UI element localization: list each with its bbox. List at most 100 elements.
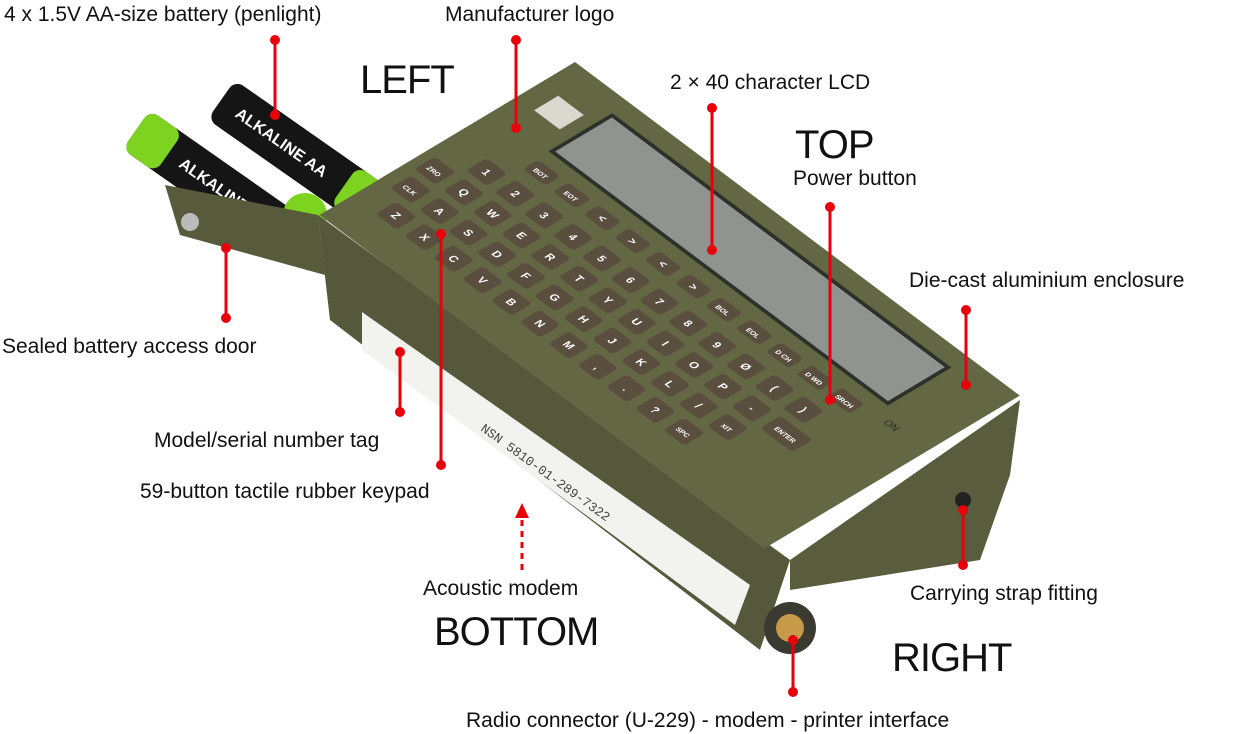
callout-dot-battery xyxy=(270,110,280,120)
key-f[interactable]: F xyxy=(505,262,546,290)
key-l[interactable]: L xyxy=(649,370,690,398)
strap-fitting xyxy=(955,492,971,508)
key-.[interactable]: . xyxy=(606,374,647,402)
svg-text:Q: Q xyxy=(455,187,472,199)
svg-text:I: I xyxy=(658,340,671,348)
key-t[interactable]: T xyxy=(558,265,599,293)
key-ø[interactable]: Ø xyxy=(725,353,766,381)
label-strap: Carrying strap fitting xyxy=(910,582,1098,605)
key-spc[interactable]: SPC xyxy=(663,418,704,446)
key-7[interactable]: 7 xyxy=(639,288,680,316)
key-h[interactable]: H xyxy=(563,305,604,333)
key-<[interactable]: < xyxy=(644,251,682,277)
key-<[interactable]: < xyxy=(583,205,621,231)
serial-tag xyxy=(362,312,750,625)
key-e[interactable]: E xyxy=(501,221,542,249)
key-u[interactable]: U xyxy=(616,308,657,336)
key-c[interactable]: C xyxy=(433,245,474,273)
svg-text:P: P xyxy=(714,382,730,393)
svg-text:L: L xyxy=(661,379,677,389)
label-enclosure: Die-cast aluminium enclosure xyxy=(909,269,1185,292)
key-8[interactable]: 8 xyxy=(668,309,709,337)
key-g[interactable]: G xyxy=(534,283,575,311)
arrow-up-icon xyxy=(515,503,529,518)
key-5[interactable]: 5 xyxy=(581,245,622,273)
callout-dot-enclosure xyxy=(961,380,971,390)
svg-text:O: O xyxy=(685,360,702,372)
key->[interactable]: > xyxy=(614,228,652,254)
key-o[interactable]: O xyxy=(674,351,715,379)
key-j[interactable]: J xyxy=(592,327,633,355)
callout-dot-keypad xyxy=(436,229,446,239)
callout-dot-lcd xyxy=(707,103,717,113)
key-w[interactable]: W xyxy=(472,200,513,228)
svg-text:-: - xyxy=(744,404,758,413)
key-q[interactable]: Q xyxy=(443,178,484,206)
callout-dot-door xyxy=(221,313,231,323)
key-6[interactable]: 6 xyxy=(610,266,651,294)
label-door: Sealed battery access door xyxy=(2,335,257,358)
svg-text:XIT: XIT xyxy=(718,423,733,434)
key-zro[interactable]: ZRO xyxy=(414,157,455,185)
key-eot[interactable]: EOT xyxy=(553,182,591,208)
key-b[interactable]: B xyxy=(491,288,532,316)
key-z[interactable]: Z xyxy=(375,202,416,230)
svg-text:/: / xyxy=(692,402,705,410)
key-r[interactable]: R xyxy=(530,243,571,271)
key-([interactable]: ( xyxy=(754,374,795,402)
key-/[interactable]: / xyxy=(678,391,719,419)
callout-dot-battery xyxy=(270,35,280,45)
svg-text:4: 4 xyxy=(565,232,581,242)
key-bol[interactable]: BOL xyxy=(705,296,743,322)
key-s[interactable]: S xyxy=(448,219,489,247)
svg-text:6: 6 xyxy=(622,276,637,286)
key-d-ch[interactable]: D CH xyxy=(766,342,804,368)
label-power: Power button xyxy=(793,167,917,190)
callout-dot-logo xyxy=(511,123,521,133)
callout-dot-power xyxy=(825,202,835,212)
key-i[interactable]: I xyxy=(645,329,686,357)
orientation-top: TOP xyxy=(795,123,875,167)
svg-text:E: E xyxy=(513,231,529,242)
svg-text:Y: Y xyxy=(599,295,616,306)
key-k[interactable]: K xyxy=(621,348,662,376)
key--[interactable]: - xyxy=(731,394,772,422)
key-enter[interactable]: ENTER xyxy=(760,416,813,452)
key-xit[interactable]: XIT xyxy=(707,413,748,441)
callout-dot-enclosure xyxy=(961,305,971,315)
key-m[interactable]: M xyxy=(548,331,589,359)
svg-text:,: , xyxy=(590,363,603,371)
key-bot[interactable]: BOT xyxy=(523,160,561,186)
lcd-screen xyxy=(548,113,952,406)
label-lcd: 2 × 40 character LCD xyxy=(670,71,871,94)
callout-dot-strap xyxy=(958,505,968,515)
svg-text:K: K xyxy=(632,357,649,368)
key-2[interactable]: 2 xyxy=(495,180,536,208)
key-y[interactable]: Y xyxy=(587,286,628,314)
key->[interactable]: > xyxy=(675,274,713,300)
key-a[interactable]: A xyxy=(419,197,460,225)
key-p[interactable]: P xyxy=(702,373,743,401)
key-4[interactable]: 4 xyxy=(552,223,593,251)
key-v[interactable]: V xyxy=(462,266,503,294)
key-1[interactable]: 1 xyxy=(466,158,507,186)
key-?[interactable]: ? xyxy=(635,396,676,424)
label-tag: Model/serial number tag xyxy=(154,429,380,452)
key-x[interactable]: X xyxy=(404,223,445,251)
key-,[interactable]: , xyxy=(577,353,618,381)
callout-dot-tag xyxy=(395,407,405,417)
label-keypad: 59-button tactile rubber keypad xyxy=(140,480,430,503)
svg-text:>: > xyxy=(624,237,639,247)
key-)[interactable]: ) xyxy=(783,396,824,424)
key-n[interactable]: N xyxy=(519,310,560,338)
key-eol[interactable]: EOL xyxy=(735,319,773,345)
svg-text:A: A xyxy=(430,206,447,217)
key-3[interactable]: 3 xyxy=(524,201,565,229)
key-9[interactable]: 9 xyxy=(696,331,737,359)
svg-text:S: S xyxy=(459,228,475,239)
callout-dot-keypad xyxy=(436,460,446,470)
key-d[interactable]: D xyxy=(477,240,518,268)
key-clk[interactable]: CLK xyxy=(390,175,431,203)
orientation-right: RIGHT xyxy=(892,636,1012,680)
